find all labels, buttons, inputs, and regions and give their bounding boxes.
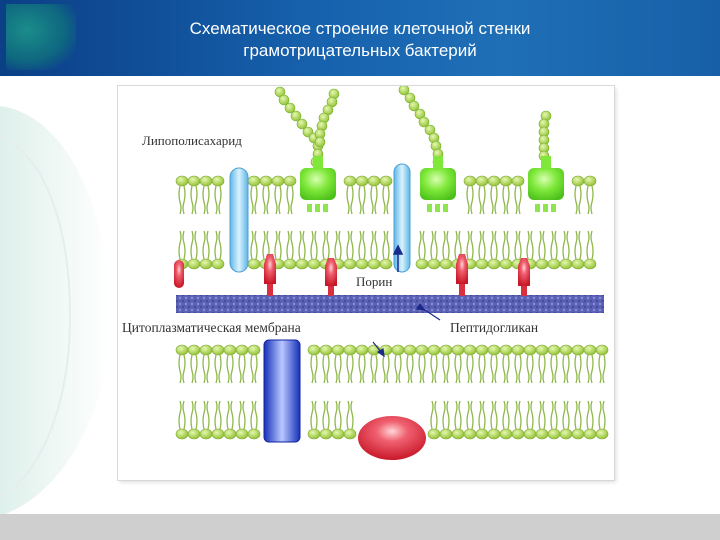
porin-protein-2	[393, 163, 411, 273]
slide-footer-bar	[0, 514, 720, 540]
lipoprotein-3	[325, 258, 337, 296]
title-line-2: грамотрицательных бактерий	[243, 41, 477, 60]
lipopolysaccharide-1	[274, 86, 340, 212]
label-peptidoglycan: Пептидогликан	[450, 320, 538, 335]
lipoprotein-5	[518, 258, 530, 296]
header-accent	[6, 4, 76, 70]
peptidoglycan-layer	[176, 295, 604, 313]
label-cytoplasmic-membrane: Цитоплазматическая мембрана	[122, 320, 301, 335]
side-decoration	[0, 106, 110, 516]
lipoprotein-1	[174, 260, 184, 288]
cytoplasmic-membrane-outer-leaflet	[175, 344, 609, 384]
peripheral-membrane-protein	[358, 416, 426, 460]
label-lipopolysaccharide: Липополисахарид	[142, 133, 242, 148]
lipoprotein-4	[456, 254, 468, 296]
cytoplasmic-membrane-inner-leaflet	[175, 400, 609, 440]
outer-membrane-outer-leaflet	[175, 175, 597, 215]
slide-header: Схематическое строение клеточной стенки …	[0, 0, 720, 76]
peptidoglycan-arrow	[416, 302, 441, 321]
diagram-frame: Липополисахарид Порин Цитоплазматическая…	[118, 84, 614, 480]
porin-protein-1	[229, 167, 249, 273]
slide-title: Схематическое строение клеточной стенки …	[90, 18, 630, 62]
cell-wall-diagram: Липополисахарид Порин Цитоплазматическая…	[122, 84, 609, 460]
lipoprotein-2	[264, 254, 276, 296]
lipopolysaccharide-3	[528, 110, 564, 212]
porin-arrow	[392, 244, 404, 272]
label-porin: Порин	[356, 274, 392, 289]
transmembrane-protein	[263, 339, 301, 443]
cytoplasmic-membrane-arrow	[372, 341, 385, 358]
lipopolysaccharide-2	[398, 84, 456, 212]
title-line-1: Схематическое строение клеточной стенки	[189, 19, 531, 38]
